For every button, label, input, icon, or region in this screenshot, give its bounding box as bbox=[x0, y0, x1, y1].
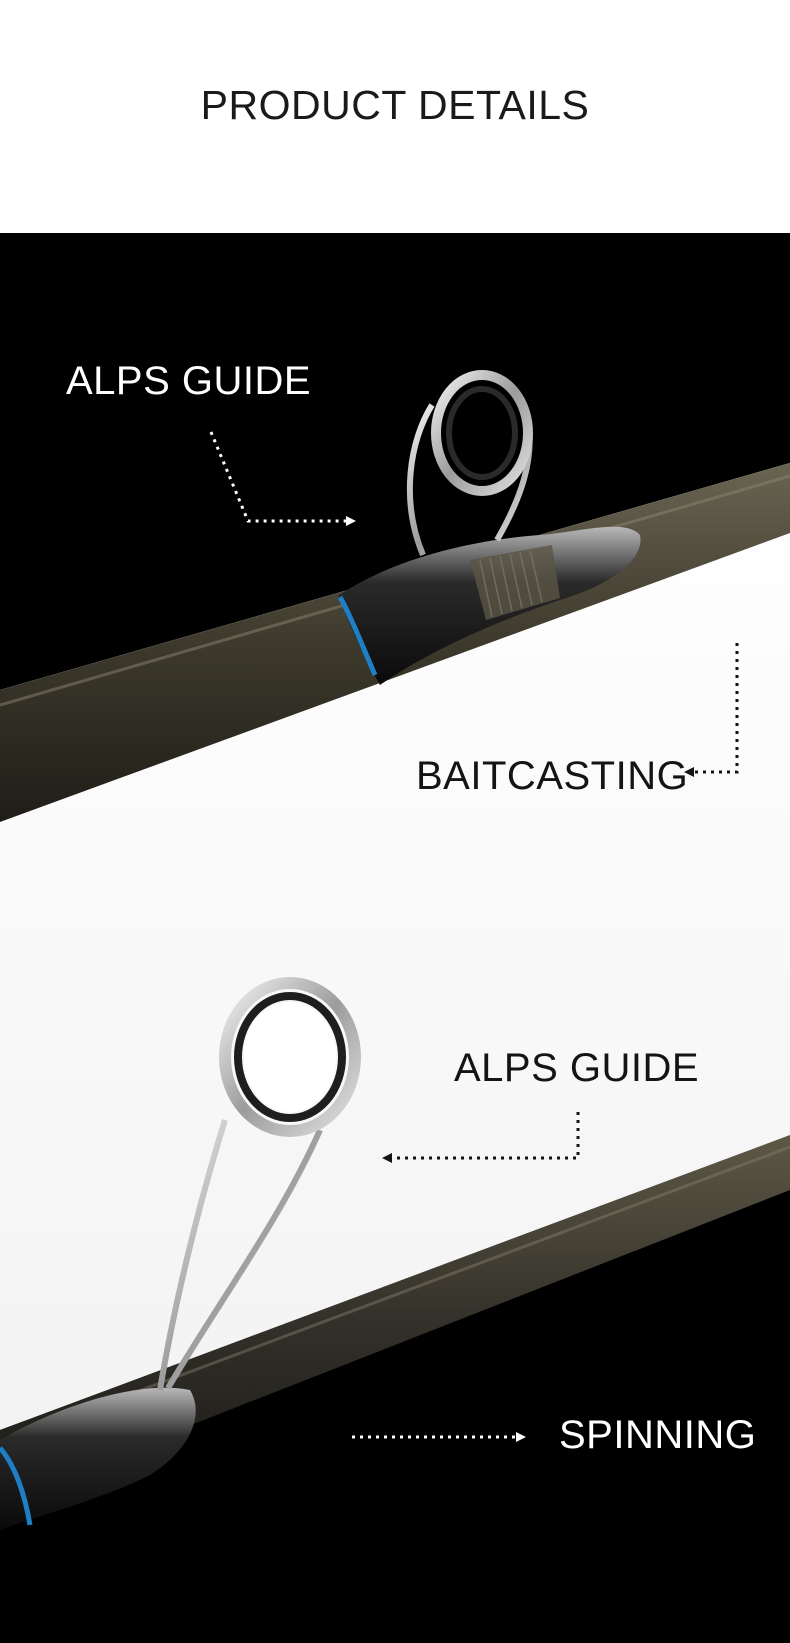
header: PRODUCT DETAILS bbox=[0, 0, 790, 233]
callout-label-spinning: SPINNING bbox=[559, 1413, 757, 1457]
callout-leader-bottom-guide bbox=[382, 1112, 580, 1163]
callout-leader-spinning bbox=[352, 1432, 526, 1442]
product-photo-area bbox=[0, 233, 790, 1643]
spinning-rod bbox=[0, 1135, 790, 1530]
page-title: PRODUCT DETAILS bbox=[200, 82, 590, 128]
callout-label-bottom-alps-guide: ALPS GUIDE bbox=[454, 1046, 700, 1090]
top-alps-guide bbox=[406, 370, 533, 557]
baitcasting-rod bbox=[0, 463, 790, 822]
callout-label-baitcasting: BAITCASTING bbox=[416, 754, 689, 798]
callout-leader-top-guide bbox=[209, 431, 356, 526]
rod-photo-illustration bbox=[0, 233, 790, 1643]
bottom-alps-guide bbox=[157, 977, 361, 1391]
callout-leader-baitcasting bbox=[684, 643, 739, 777]
callout-label-top-alps-guide: ALPS GUIDE bbox=[66, 359, 312, 403]
